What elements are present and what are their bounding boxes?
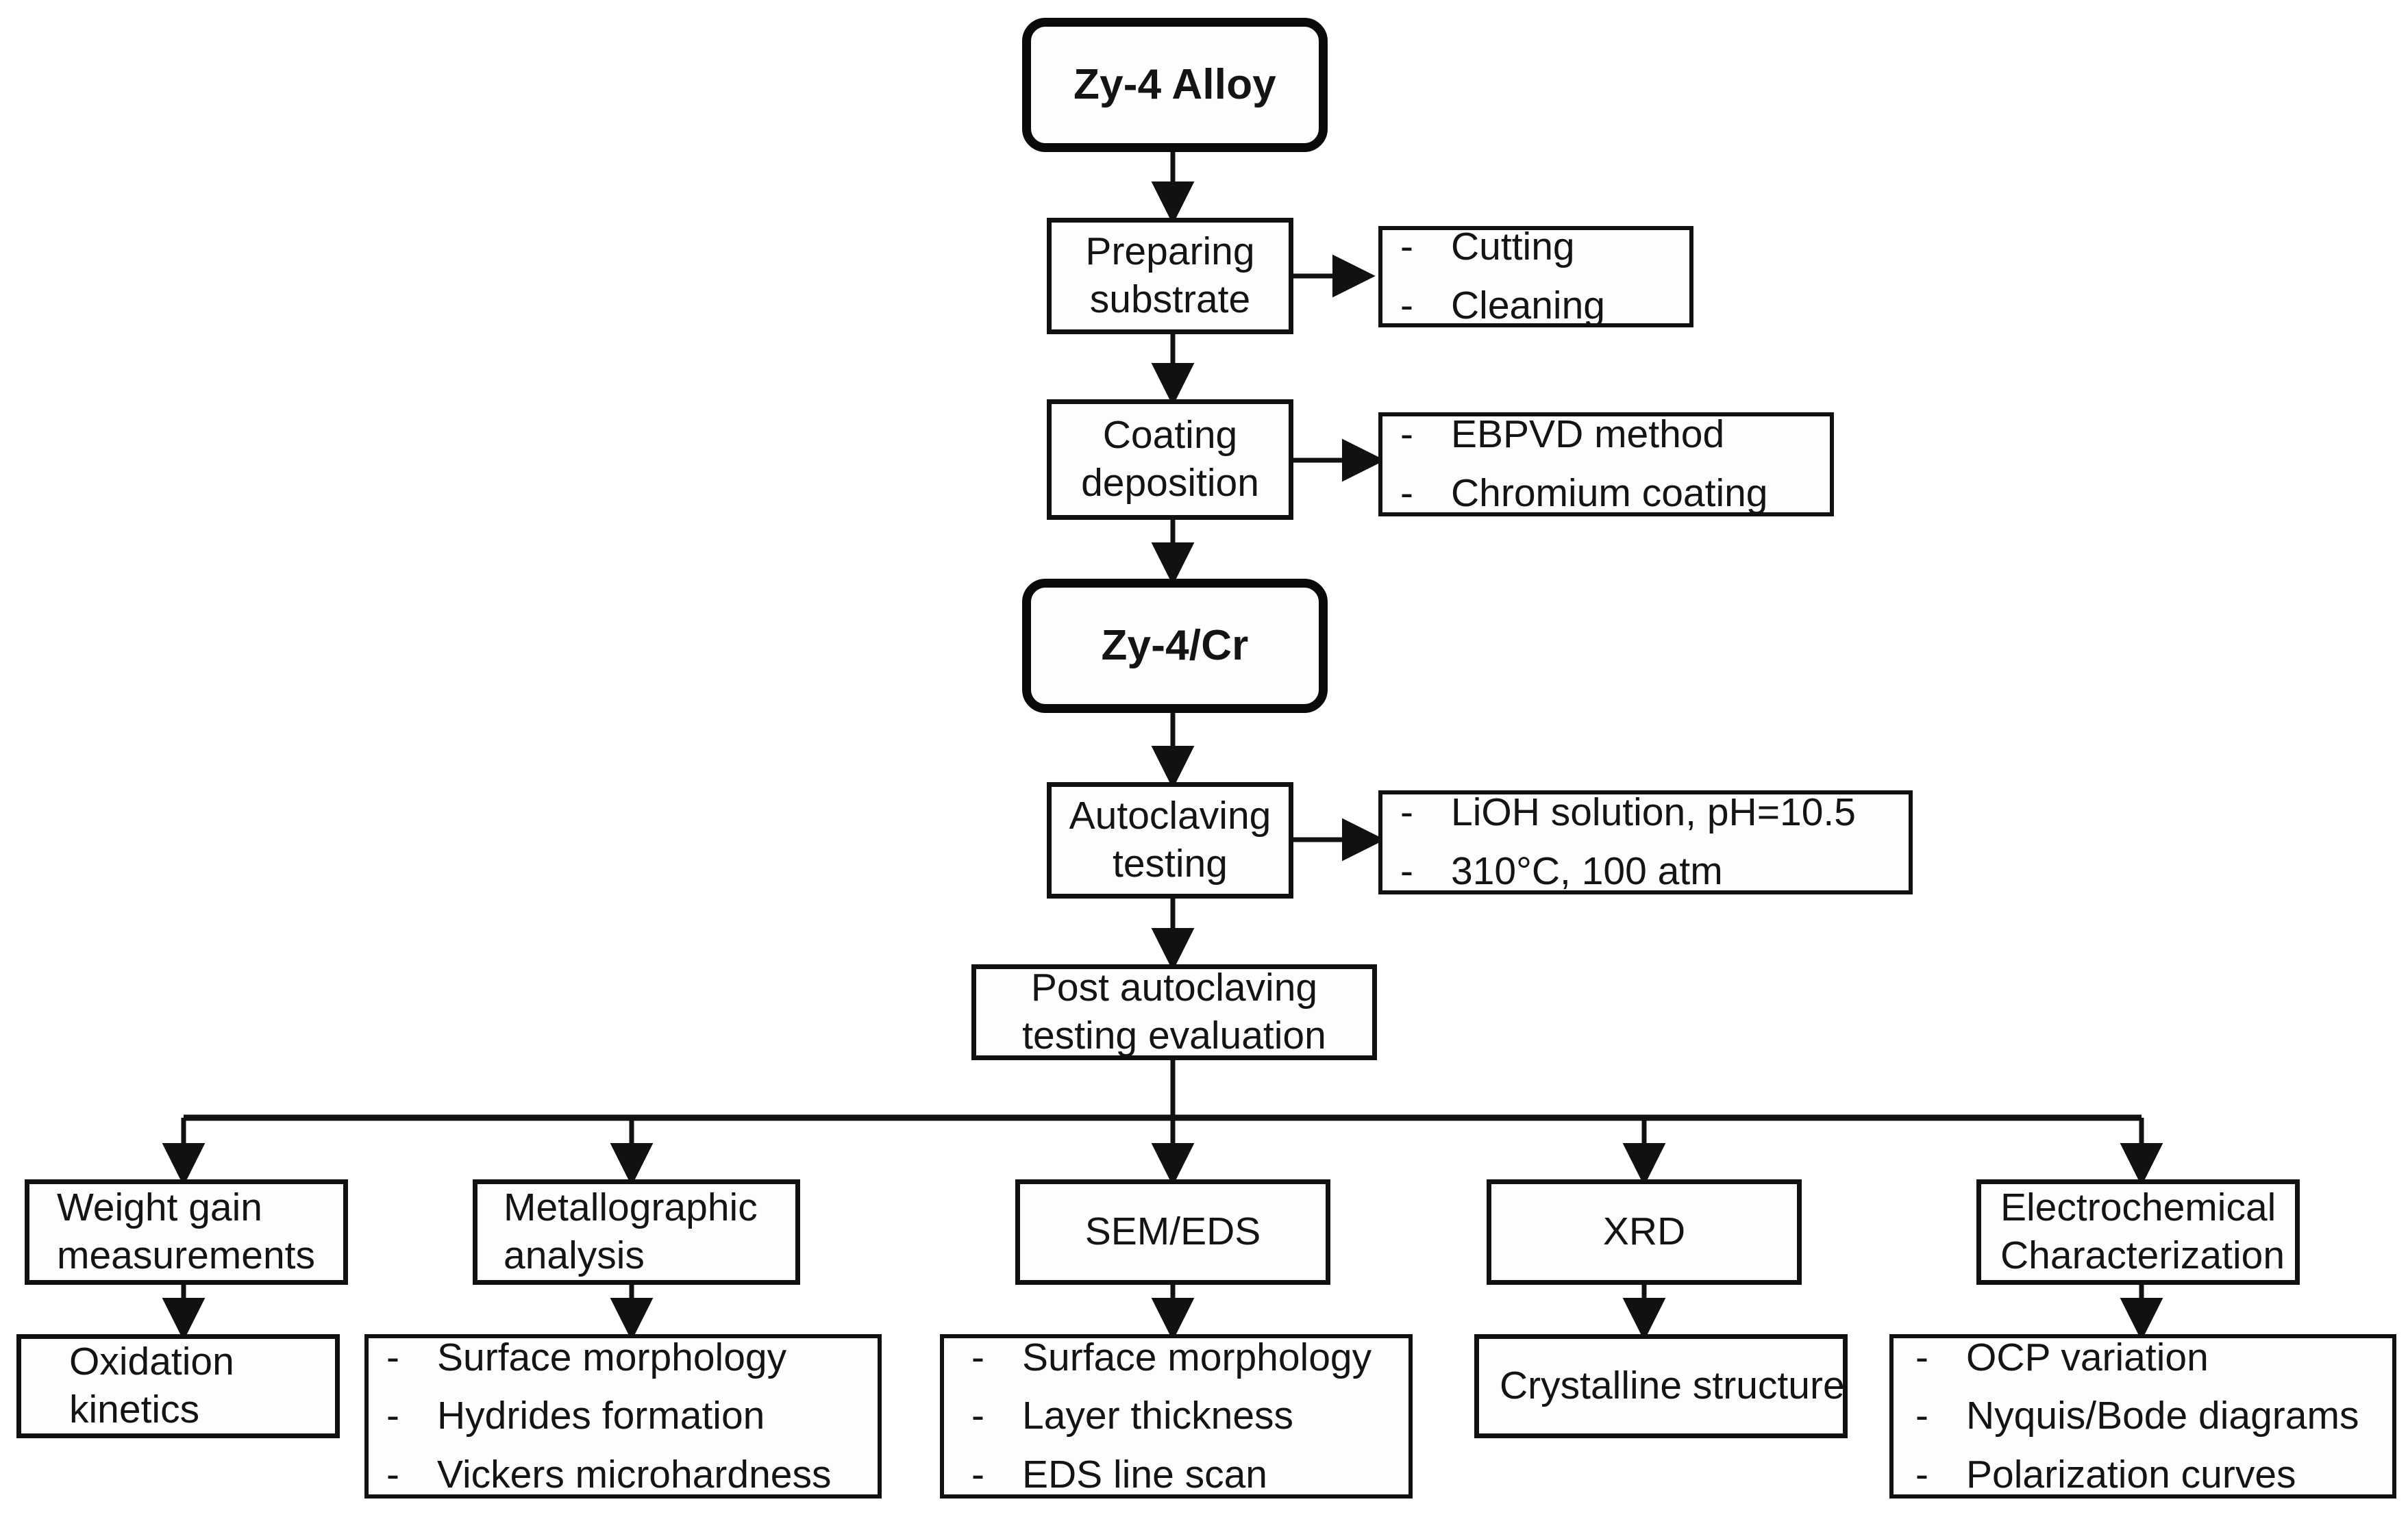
node-oxidation-kinetics[interactable]: Oxidation kinetics <box>16 1334 340 1438</box>
node-coating-deposition-label: Coating deposition <box>1081 413 1259 505</box>
node-electrochemical-details[interactable]: - OCP variation - Nyquis/Bode diagrams -… <box>1889 1334 2396 1499</box>
list-item: - Layer thickness <box>971 1394 1294 1438</box>
node-preparing-substrate[interactable]: Preparing substrate <box>1047 218 1293 334</box>
list-item: - OCP variation <box>1915 1335 2209 1379</box>
node-coating-deposition[interactable]: Coating deposition <box>1047 399 1293 520</box>
autoclaving-details-list: - LiOH solution, pH=10.5 - 310°C, 100 at… <box>1400 789 1909 895</box>
node-zy4-cr[interactable]: Zy-4/Cr <box>1022 579 1328 713</box>
node-autoclaving-details[interactable]: - LiOH solution, pH=10.5 - 310°C, 100 at… <box>1378 790 1913 894</box>
node-crystalline-structure-label: Crystalline structure <box>1500 1364 1845 1408</box>
node-sem-eds-label: SEM/EDS <box>1084 1209 1261 1254</box>
list-item: - LiOH solution, pH=10.5 <box>1400 790 1856 835</box>
sem-eds-details-list: - Surface morphology - Layer thickness -… <box>971 1334 1408 1499</box>
node-preparing-substrate-label: Preparing substrate <box>1085 229 1255 321</box>
node-post-autoclaving-evaluation[interactable]: Post autoclaving testing evaluation <box>971 964 1377 1060</box>
node-zy4-alloy[interactable]: Zy-4 Alloy <box>1022 18 1328 152</box>
node-electrochemical-label: Electrochemical Characterization <box>2000 1186 2285 1277</box>
node-zy4-cr-label: Zy-4/Cr <box>1101 622 1249 670</box>
list-item: - Surface morphology <box>386 1335 787 1379</box>
list-item: - Hydrides formation <box>386 1394 765 1438</box>
node-metallographic-label: Metallographic analysis <box>504 1186 758 1277</box>
node-weight-gain-measurements[interactable]: Weight gain measurements <box>25 1179 348 1285</box>
list-item: - Cleaning <box>1400 284 1605 327</box>
node-sem-eds-details[interactable]: - Surface morphology - Layer thickness -… <box>940 1334 1413 1499</box>
node-electrochemical-characterization[interactable]: Electrochemical Characterization <box>1976 1179 2300 1285</box>
electrochemical-details-list: - OCP variation - Nyquis/Bode diagrams -… <box>1915 1334 2392 1499</box>
coating-details-list: - EBPVD method - Chromium coating <box>1400 411 1830 517</box>
list-item: - 310°C, 100 atm <box>1400 849 1723 893</box>
node-zy4-alloy-label: Zy-4 Alloy <box>1073 61 1276 109</box>
node-weight-gain-label: Weight gain measurements <box>57 1186 315 1277</box>
list-item: - Surface morphology <box>971 1335 1372 1379</box>
node-oxidation-kinetics-label: Oxidation kinetics <box>69 1340 234 1431</box>
node-autoclaving-testing[interactable]: Autoclaving testing <box>1047 782 1293 899</box>
node-preparing-details[interactable]: - Cutting - Cleaning <box>1378 223 1693 329</box>
node-xrd-label: XRD <box>1602 1209 1686 1254</box>
list-item: - Cutting <box>1400 225 1575 269</box>
node-autoclaving-testing-label: Autoclaving testing <box>1069 794 1271 886</box>
node-xrd[interactable]: XRD <box>1487 1179 1802 1285</box>
node-crystalline-structure[interactable]: Crystalline structure <box>1474 1334 1848 1438</box>
node-sem-eds[interactable]: SEM/EDS <box>1015 1179 1330 1285</box>
node-coating-details[interactable]: - EBPVD method - Chromium coating <box>1378 412 1834 516</box>
list-item: - Polarization curves <box>1915 1452 2296 1496</box>
node-post-autoclaving-label: Post autoclaving testing evaluation <box>1022 966 1326 1057</box>
list-item: - Vickers microhardness <box>386 1452 832 1496</box>
list-item: - EDS line scan <box>971 1452 1268 1496</box>
metallographic-details-list: - Surface morphology - Hydrides formatio… <box>386 1334 878 1499</box>
list-item: - Nyquis/Bode diagrams <box>1915 1394 2359 1438</box>
preparing-details-list: - Cutting - Cleaning <box>1400 223 1689 329</box>
node-metallographic-details[interactable]: - Surface morphology - Hydrides formatio… <box>364 1334 882 1499</box>
list-item: - Chromium coating <box>1400 471 1768 515</box>
node-metallographic-analysis[interactable]: Metallographic analysis <box>473 1179 800 1285</box>
list-item: - EBPVD method <box>1400 412 1725 457</box>
